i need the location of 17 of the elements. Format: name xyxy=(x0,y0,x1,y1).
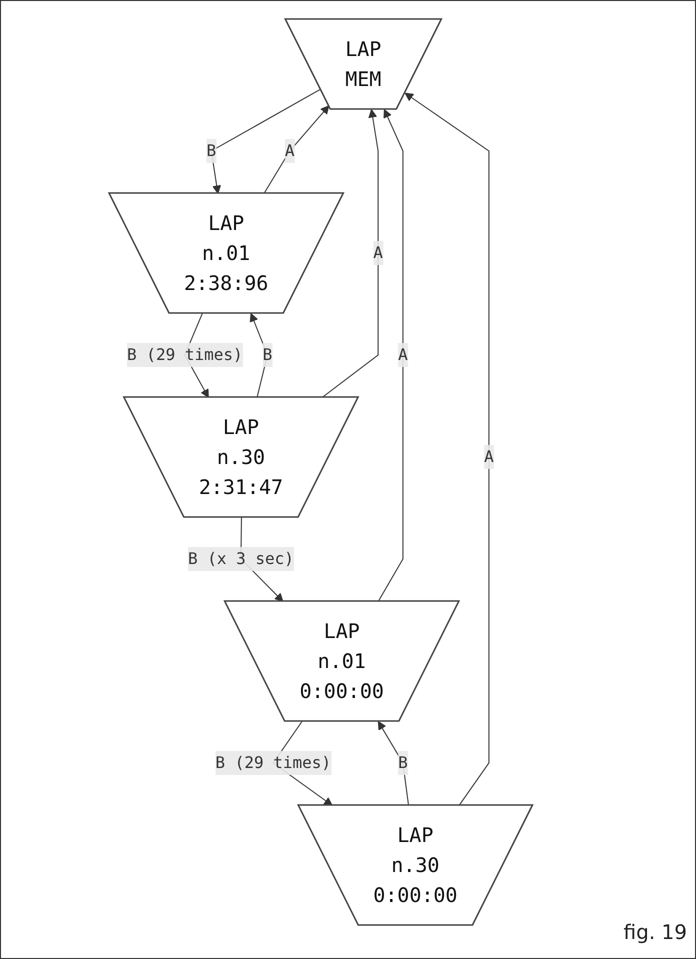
arrow xyxy=(378,721,410,806)
edge-label: B (x 3 sec) xyxy=(188,548,294,568)
arrow xyxy=(322,109,379,398)
edge-label: B xyxy=(206,140,216,160)
arrow xyxy=(378,109,404,602)
arrow xyxy=(404,92,490,806)
edge-label: A xyxy=(285,140,295,160)
arrow xyxy=(211,88,322,194)
arrow xyxy=(264,105,330,194)
edge-label: B (29 times) xyxy=(127,344,243,364)
edge-label: A xyxy=(484,446,494,466)
edge-label: A xyxy=(374,242,384,262)
edge-label: B xyxy=(262,344,273,364)
edge-label: B xyxy=(398,752,408,772)
edge-label: A xyxy=(398,344,408,364)
figure-caption: fig. 19 xyxy=(624,920,687,944)
edge-label: B (29 times) xyxy=(216,752,332,772)
